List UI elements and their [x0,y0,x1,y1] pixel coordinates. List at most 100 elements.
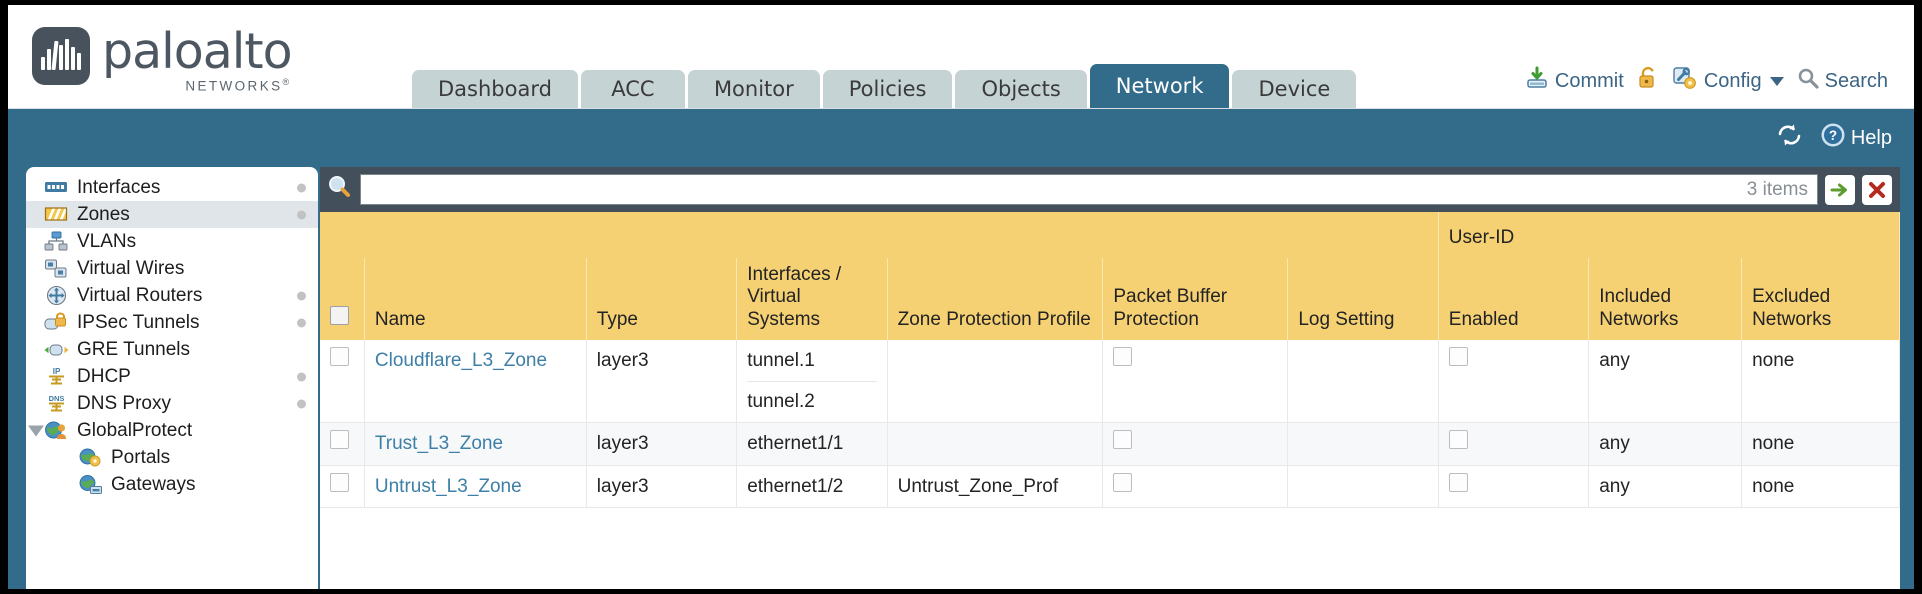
packet-buffer-protection-checkbox[interactable] [1113,430,1133,450]
cell-packet-buffer-protection[interactable] [1102,422,1289,466]
portals-icon [78,447,103,468]
ipsec-tunnels-icon [44,312,69,333]
refresh-icon[interactable] [1776,123,1803,153]
status-dot [297,399,306,408]
lock-button[interactable] [1637,66,1659,96]
cell-excluded-networks: none [1741,465,1900,509]
packet-buffer-protection-checkbox[interactable] [1113,347,1133,367]
col-header-zone-protection-profile[interactable]: Zone Protection Profile [887,258,1104,341]
col-header-interfaces[interactable]: Interfaces / Virtual Systems [736,258,888,341]
sidebar-item-globalprotect[interactable]: GlobalProtect [26,417,318,444]
table-row[interactable]: Untrust_L3_Zone layer3 ethernet1/2 Untru… [320,465,1900,509]
magnifier-icon[interactable] [326,174,353,206]
userid-enabled-checkbox[interactable] [1448,347,1468,367]
sidebar-item-gre-tunnels[interactable]: GRE Tunnels [26,336,318,363]
cell-name[interactable]: Trust_L3_Zone [364,422,587,466]
virtual-routers-icon [44,285,69,306]
col-header-log-setting[interactable]: Log Setting [1287,258,1439,341]
cell-type: layer3 [586,422,738,466]
cell-log-setting [1287,422,1439,466]
sidebar-item-vlans[interactable]: VLANs [26,228,318,255]
cell-log-setting [1287,465,1439,509]
tab-device[interactable]: Device [1232,70,1357,108]
col-header-name[interactable]: Name [364,258,587,341]
interface-item: ethernet1/2 [747,475,844,497]
sidebar-item-ipsec-tunnels[interactable]: IPSec Tunnels [26,309,318,336]
sidebar-item-virtual-routers[interactable]: Virtual Routers [26,282,318,309]
cell-type: layer3 [586,465,738,509]
interface-item: tunnel.1 [747,347,877,382]
sidebar-item-dhcp[interactable]: IP DHCP [26,363,318,390]
zone-name-link[interactable]: Cloudflare_L3_Zone [374,350,548,372]
row-checkbox[interactable] [330,472,349,492]
config-menu[interactable]: Config [1672,66,1784,96]
search-input[interactable]: 3 items [360,174,1818,205]
brand-name: paloalto [102,23,293,80]
cell-name[interactable]: Untrust_L3_Zone [364,465,587,509]
sidebar-item-label: Zones [77,203,130,225]
sidebar-item-label: GlobalProtect [77,419,193,441]
virtual-wires-icon [44,258,69,279]
sidebar-item-label: Virtual Wires [77,257,185,279]
sidebar-item-virtual-wires[interactable]: Virtual Wires [26,255,318,282]
cell-enabled[interactable] [1438,465,1590,509]
cell-interfaces: ethernet1/1 [736,422,888,466]
col-header-included-networks[interactable]: Included Networks [1588,258,1743,341]
help-button[interactable]: ? Help [1820,122,1892,154]
col-header-packet-buffer-protection[interactable]: Packet Buffer Protection [1102,258,1289,341]
userid-enabled-checkbox[interactable] [1448,430,1468,450]
globalprotect-icon [44,420,69,441]
tab-network[interactable]: Network [1089,64,1230,108]
sidebar-item-zones[interactable]: Zones [26,201,318,228]
tab-objects[interactable]: Objects [955,70,1087,108]
zones-table-container[interactable]: User-ID Name Type Interfaces / Virtual S… [320,212,1900,589]
col-header-type[interactable]: Type [586,258,738,341]
clear-filter-button[interactable] [1862,174,1892,205]
cell-enabled[interactable] [1438,422,1590,466]
table-row[interactable]: Cloudflare_L3_Zone layer3 tunnel.1 tunne… [320,340,1900,424]
tab-dashboard[interactable]: Dashboard [412,70,578,108]
commit-save-icon [1525,66,1549,96]
table-row[interactable]: Trust_L3_Zone layer3 ethernet1/1 [320,422,1900,466]
row-select-cell[interactable] [320,422,365,466]
zone-name-link[interactable]: Trust_L3_Zone [374,433,504,455]
zone-name-link[interactable]: Untrust_L3_Zone [374,475,522,497]
commit-button[interactable]: Commit [1525,66,1624,96]
col-header-excluded-networks[interactable]: Excluded Networks [1741,258,1900,341]
cell-enabled[interactable] [1438,340,1590,424]
interface-item: tunnel.2 [747,390,815,412]
row-checkbox[interactable] [330,347,349,367]
expander-triangle-icon[interactable] [28,425,44,436]
svg-text:IP: IP [53,367,61,376]
sidebar-item-interfaces[interactable]: Interfaces [26,174,318,201]
search-label: Search [1824,69,1888,92]
search-button[interactable]: Search [1797,67,1888,95]
tab-policies[interactable]: Policies [822,70,953,108]
cell-name[interactable]: Cloudflare_L3_Zone [364,340,587,424]
sidebar-item-dns-proxy[interactable]: DNS DNS Proxy [26,390,318,417]
select-all-checkbox[interactable] [330,305,349,325]
select-all-header[interactable] [320,258,365,341]
table-group-header-row: User-ID [320,212,1900,258]
userid-enabled-checkbox[interactable] [1448,472,1468,492]
svg-text:DNS: DNS [49,394,65,403]
row-checkbox[interactable] [330,430,349,450]
tab-monitor[interactable]: Monitor [687,70,820,108]
row-select-cell[interactable] [320,340,365,424]
cell-packet-buffer-protection[interactable] [1102,465,1289,509]
row-select-cell[interactable] [320,465,365,509]
cell-packet-buffer-protection[interactable] [1102,340,1289,424]
sub-toolbar: ? Help [8,109,1914,167]
packet-buffer-protection-checkbox[interactable] [1113,472,1133,492]
sidebar-item-label: Interfaces [77,176,161,198]
paloalto-logo: paloalto NETWORKS® [32,23,293,93]
col-header-enabled[interactable]: Enabled [1438,258,1590,341]
sidebar-item-portals[interactable]: Portals [26,444,318,471]
apply-filter-button[interactable] [1825,174,1855,205]
interfaces-icon [44,177,69,198]
config-label: Config [1703,69,1762,92]
sidebar-item-label: DNS Proxy [77,392,171,414]
sidebar-item-gateways[interactable]: Gateways [26,471,318,498]
items-count: 3 items [1746,178,1808,200]
tab-acc[interactable]: ACC [580,70,685,108]
